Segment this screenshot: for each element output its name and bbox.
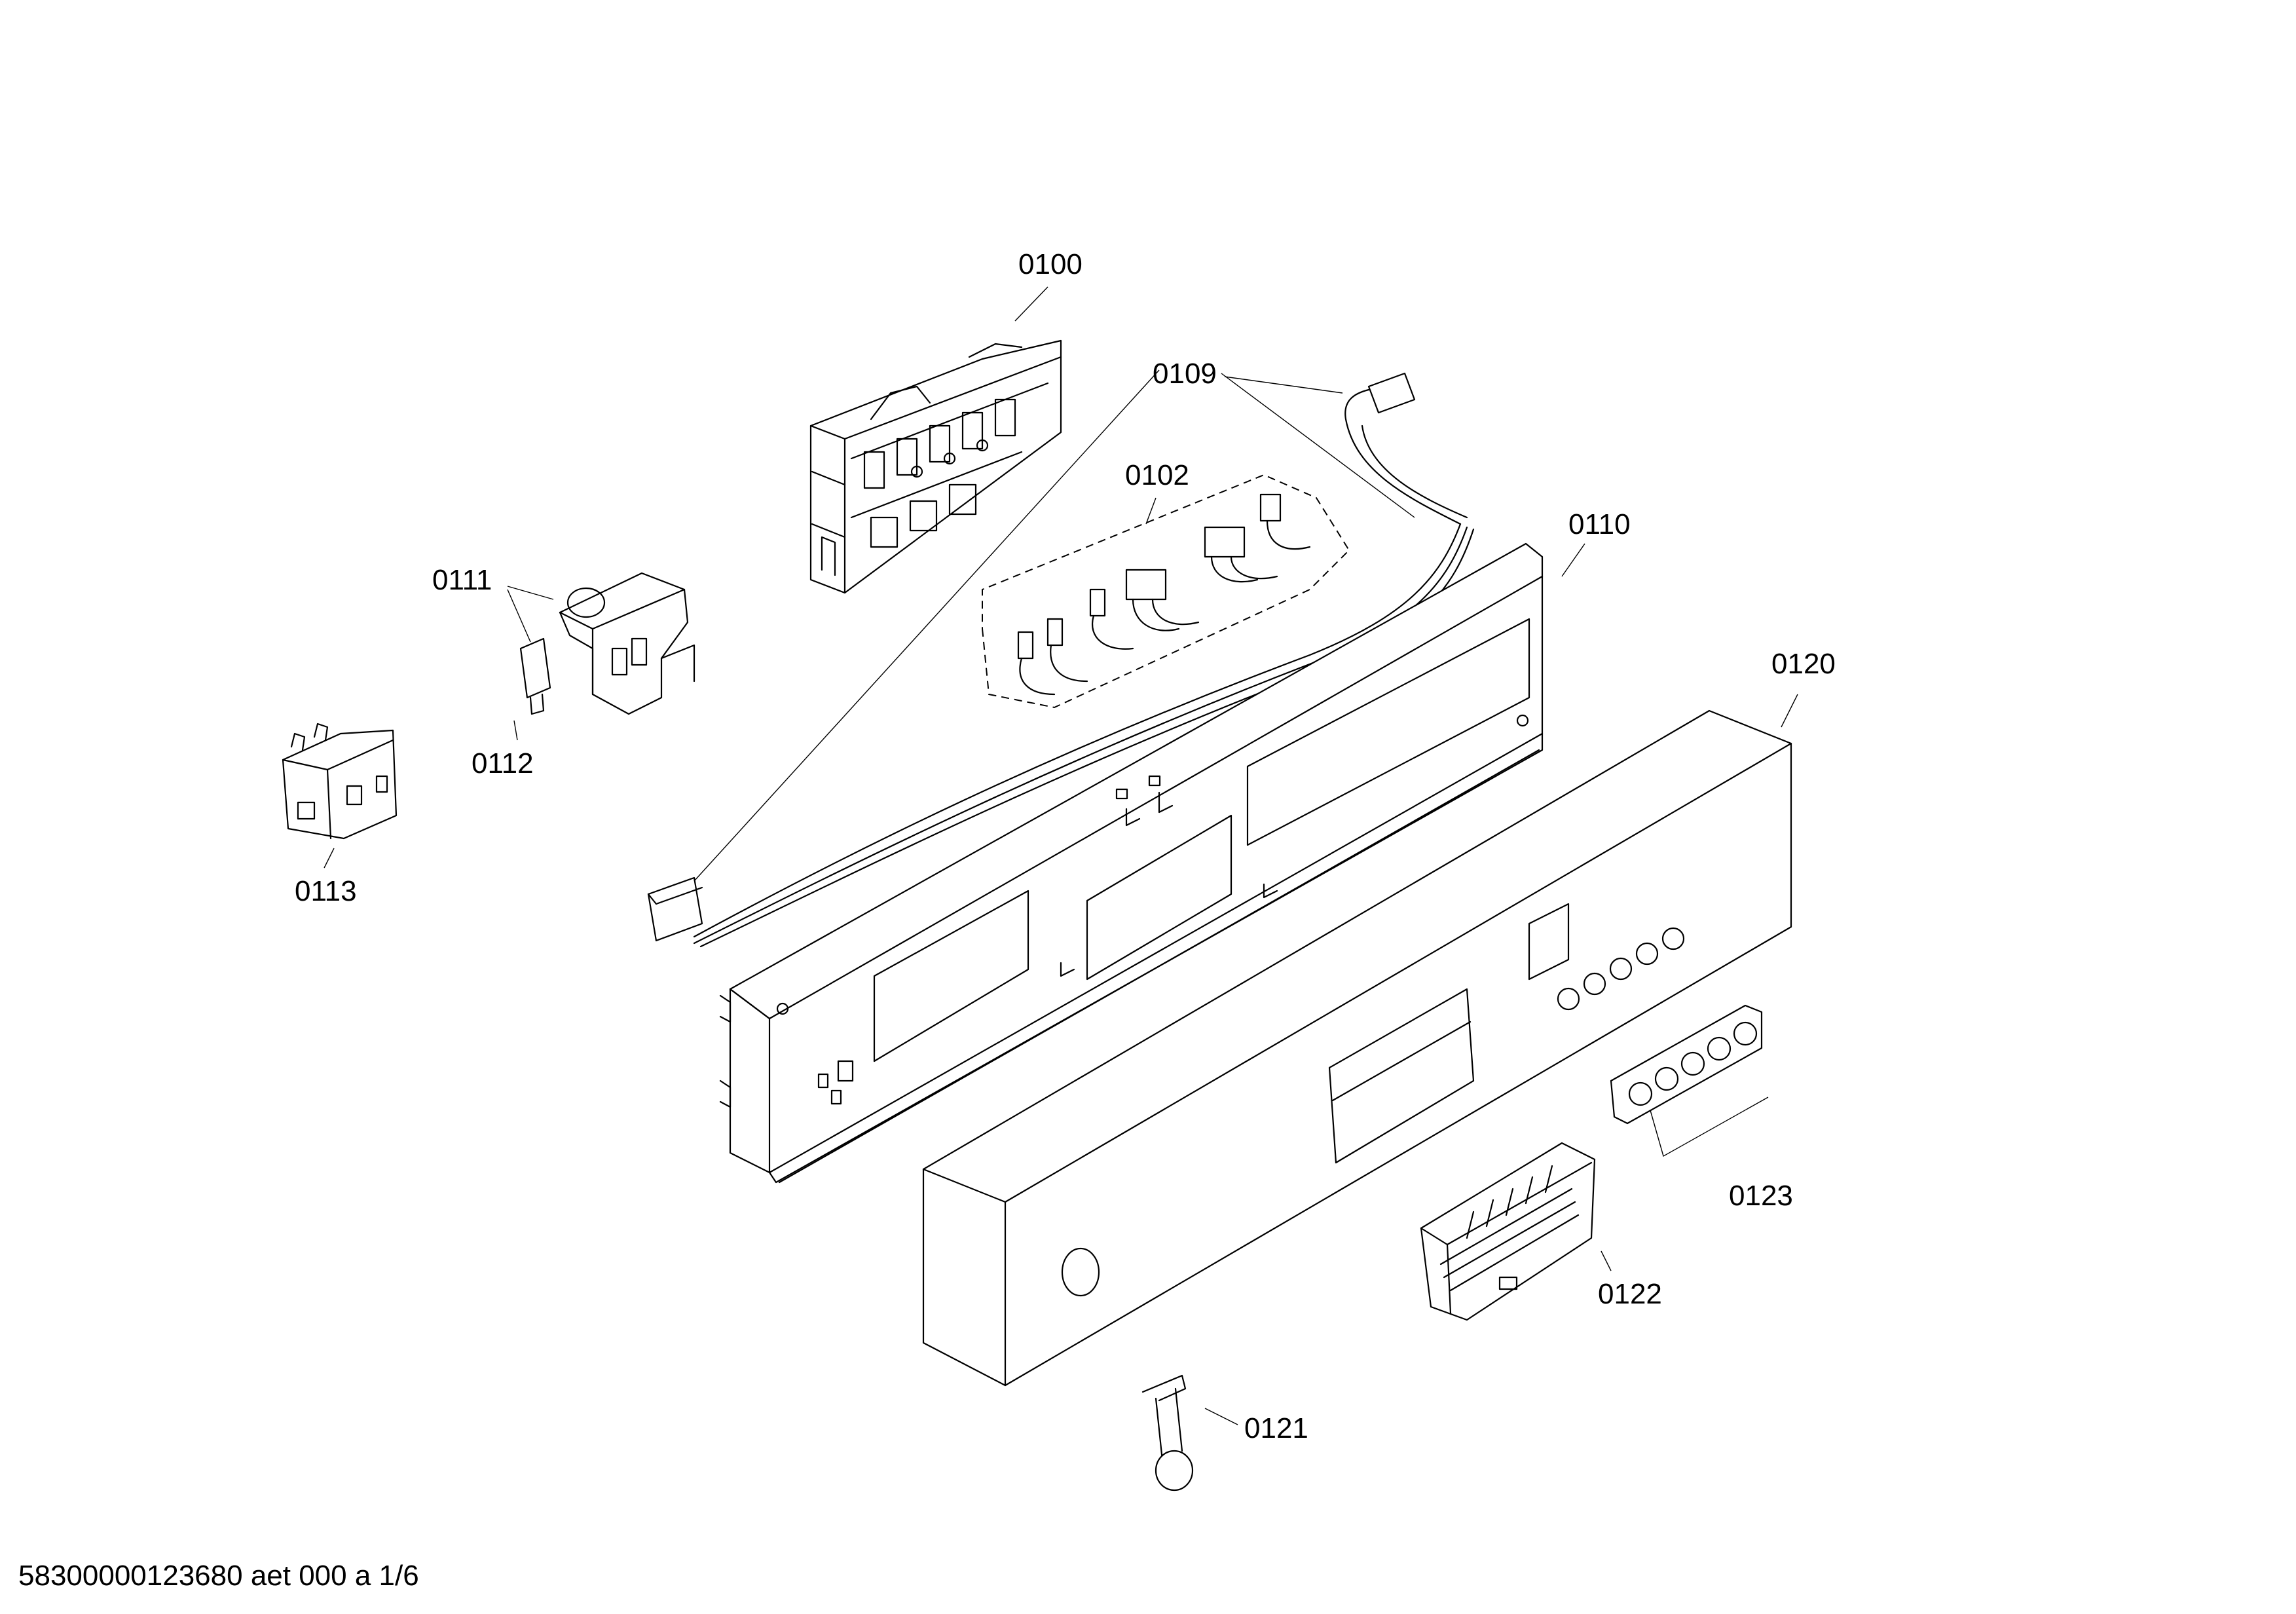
part-0113-terminal-block xyxy=(282,723,398,840)
leader-0122 xyxy=(1601,1250,1612,1271)
leader-0109-b xyxy=(1221,373,1415,518)
leader-0111-a xyxy=(507,586,554,600)
label-0122: 0122 xyxy=(1598,1278,1662,1310)
leader-0120 xyxy=(1781,694,1798,728)
part-0121-clip xyxy=(1141,1374,1194,1492)
leader-0110 xyxy=(1561,543,1585,577)
document-code: 58300000123680 aet 000 a 1/6 xyxy=(18,1560,419,1592)
part-0123-button-strip xyxy=(1610,1004,1763,1125)
leader-0109-a xyxy=(694,369,1160,882)
part-0102-connector-set xyxy=(982,474,1350,709)
leader-0102 xyxy=(1145,497,1157,525)
label-0100: 0100 xyxy=(1018,248,1083,280)
label-0109: 0109 xyxy=(1153,358,1217,390)
leader-0113 xyxy=(324,848,335,869)
label-0110: 0110 xyxy=(1568,508,1631,540)
leader-0109-c xyxy=(1224,376,1343,394)
leader-0100 xyxy=(1014,286,1048,322)
label-0102: 0102 xyxy=(1125,459,1189,491)
label-0112: 0112 xyxy=(472,747,534,779)
label-0111: 0111 xyxy=(432,564,492,596)
part-0111-switch-assembly xyxy=(519,572,695,715)
leader-0121 xyxy=(1204,1408,1238,1425)
part-0120-front-panel xyxy=(922,709,1792,1387)
label-0121: 0121 xyxy=(1244,1412,1308,1444)
part-0100-control-module xyxy=(809,339,1062,594)
part-0122-handle xyxy=(1420,1142,1596,1321)
label-0113: 0113 xyxy=(295,875,357,907)
label-0120: 0120 xyxy=(1771,648,1836,680)
part-0110-panel-frame xyxy=(719,542,1544,1184)
leader-0123 xyxy=(1650,1097,1769,1157)
label-0123: 0123 xyxy=(1729,1180,1793,1212)
leader-0112 xyxy=(513,720,518,741)
leader-0111-b xyxy=(507,589,531,643)
